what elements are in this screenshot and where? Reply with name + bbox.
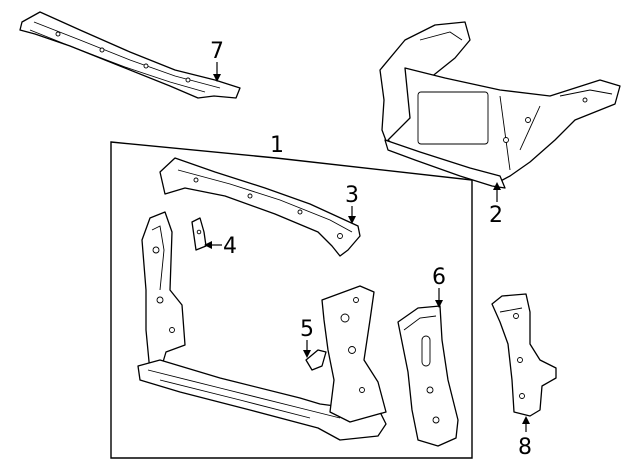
callout-1-label: 1 <box>270 133 284 158</box>
callout-8: 8 <box>518 416 532 460</box>
assembly-frame <box>110 141 473 459</box>
part-7-upper-tie-bar <box>19 11 241 99</box>
callout-3-label: 3 <box>345 183 359 208</box>
part-3-upper-tie-bar <box>159 157 361 257</box>
callout-6-label: 6 <box>432 265 446 290</box>
callout-6: 6 <box>432 265 446 308</box>
callout-2-label: 2 <box>489 203 503 228</box>
callout-1: 1 <box>270 133 284 158</box>
part-5-clip <box>305 349 327 371</box>
callout-7-label: 7 <box>210 39 224 64</box>
part-4-bracket <box>191 217 207 251</box>
callout-2: 2 <box>489 182 503 228</box>
callout-8-label: 8 <box>518 435 532 460</box>
callout-5: 5 <box>300 317 314 358</box>
callout-4: 4 <box>204 234 237 259</box>
callout-5-label: 5 <box>300 317 314 342</box>
part-6-side-bracket <box>397 305 459 447</box>
callout-3: 3 <box>345 183 359 224</box>
part-8-outer-bracket <box>491 293 557 417</box>
callout-4-label: 4 <box>223 234 237 259</box>
part-2-radiator-support <box>379 21 621 189</box>
callout-7: 7 <box>210 39 224 82</box>
part-1-lower-assembly <box>137 211 387 441</box>
